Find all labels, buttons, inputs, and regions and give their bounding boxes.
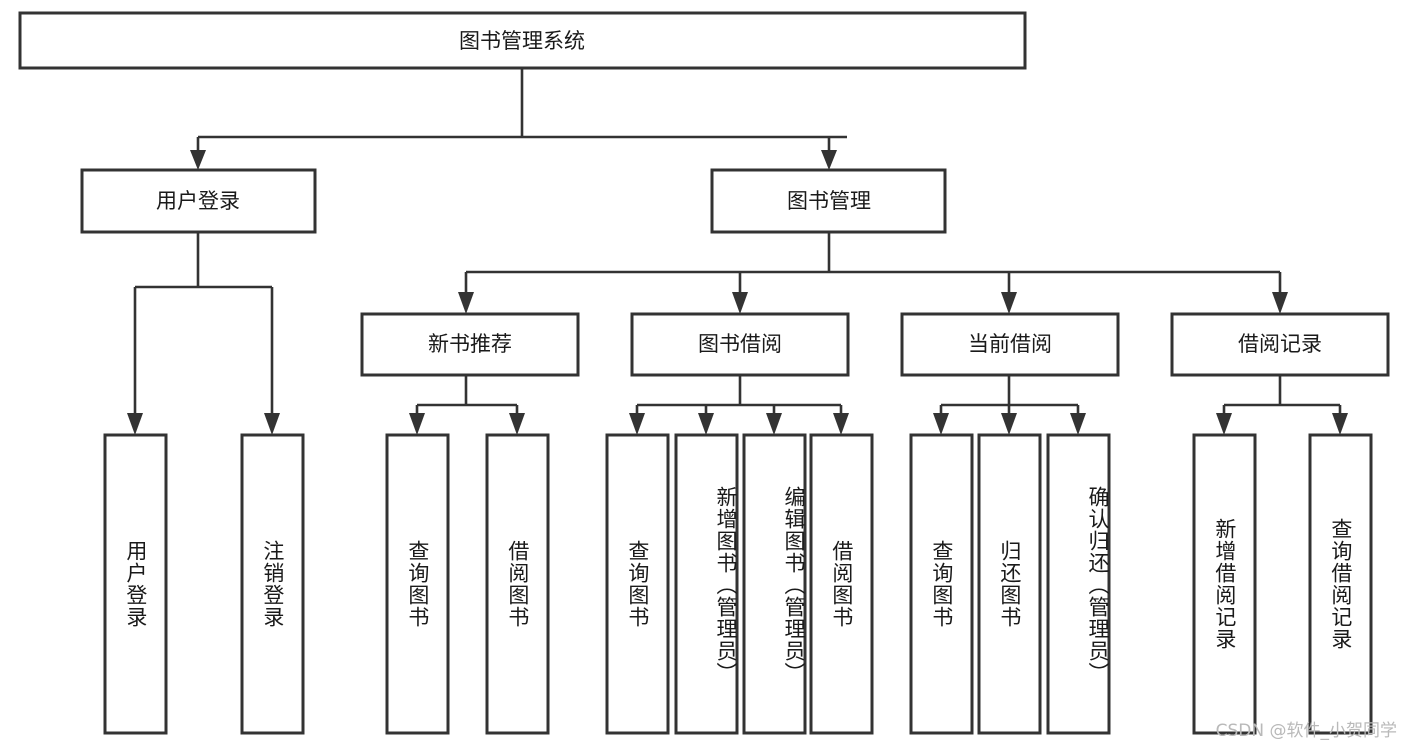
csdn-watermark: CSDN @软件_小贺同学: [1215, 721, 1397, 741]
leaf-add-book-admin[interactable]: [674, 433, 739, 735]
leaf-borrow-book-newbooks[interactable]: [485, 433, 550, 735]
leaf-borrow-book-borrow[interactable]: [809, 433, 874, 735]
leaf-confirm-return-admin[interactable]: [1046, 433, 1111, 735]
connector-root-to-level2: [190, 68, 847, 170]
node-book-borrow-label: 图书借阅: [698, 332, 782, 356]
leaf-user-login[interactable]: [103, 433, 168, 735]
node-current-borrow[interactable]: 当前借阅: [900, 312, 1120, 377]
leaf-query-borrow-record[interactable]: [1308, 433, 1373, 735]
connector-records-to-leaves: [1216, 375, 1348, 435]
leaf-return-book[interactable]: [977, 433, 1042, 735]
node-user-login-label: 用户登录: [156, 189, 240, 213]
leaf-query-book-newbooks[interactable]: [385, 433, 450, 735]
leaf-edit-book-admin[interactable]: [742, 433, 807, 735]
node-user-login[interactable]: 用户登录: [80, 168, 317, 234]
connector-newbooks-to-leaves: [409, 375, 525, 435]
node-borrow-records-label: 借阅记录: [1238, 332, 1322, 356]
leaf-query-book-current[interactable]: [909, 433, 974, 735]
leaf-add-borrow-record[interactable]: [1192, 433, 1257, 735]
node-root-label: 图书管理系统: [459, 29, 585, 53]
node-borrow-records[interactable]: 借阅记录: [1170, 312, 1390, 377]
connector-currentborrow-to-leaves: [933, 375, 1086, 435]
node-current-borrow-label: 当前借阅: [968, 332, 1052, 356]
connector-borrow-to-leaves: [629, 375, 849, 435]
connector-bookmgmt-to-level3: [458, 232, 1288, 314]
node-new-book-recommend-label: 新书推荐: [428, 332, 512, 356]
node-book-management[interactable]: 图书管理: [710, 168, 947, 234]
node-book-management-label: 图书管理: [787, 189, 871, 213]
node-book-borrow[interactable]: 图书借阅: [630, 312, 850, 377]
node-root[interactable]: 图书管理系统: [18, 11, 1027, 70]
node-new-book-recommend[interactable]: 新书推荐: [360, 312, 580, 377]
leaf-query-book-borrow[interactable]: [605, 433, 670, 735]
connector-userlogin-to-leaves: [127, 232, 280, 435]
leaf-logout[interactable]: [240, 433, 305, 735]
